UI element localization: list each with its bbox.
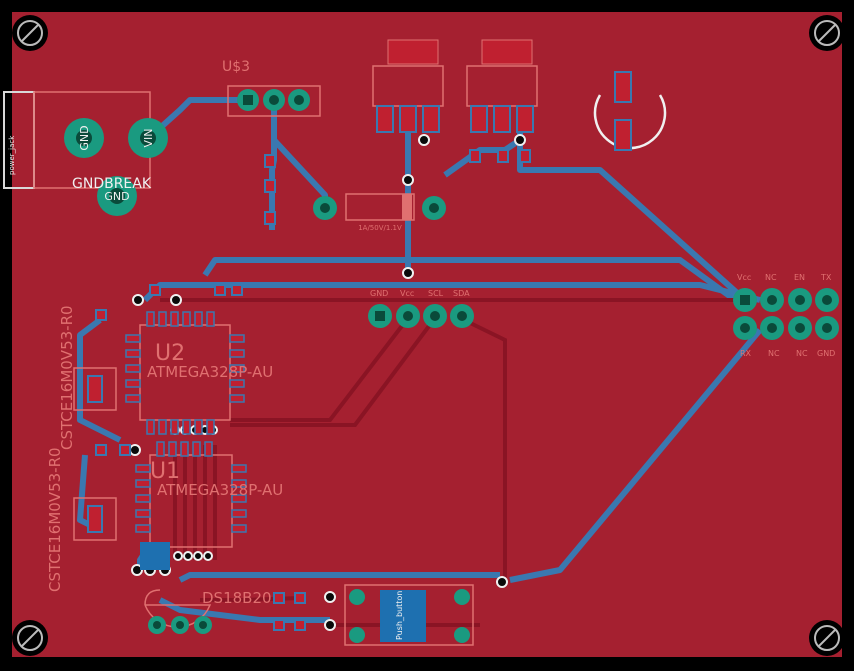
svg-text:GND: GND [78,125,91,150]
u1-chip: U1 ATMEGA328P-AU [135,441,283,570]
u3-pads [237,89,310,111]
u2-chip: U2 ATMEGA328P-AU [125,311,273,435]
svg-text:NC: NC [768,349,780,358]
mounting-hole-top-right [809,15,845,51]
regulator-1 [372,39,444,133]
svg-text:Vcc: Vcc [400,289,414,298]
svg-text:NC: NC [765,273,777,282]
ds18b20: DS18B20 [144,589,272,634]
battery-holder [593,71,667,151]
svg-text:VIN: VIN [142,129,155,148]
i2c-header: GND Vcc SCL SDA [368,289,474,328]
mounting-hole-top-left [12,15,48,51]
push-button-label: Push_button [395,591,404,640]
pad-gnd-1: GND [64,118,104,158]
crystal-label-bottom: CSTCE16M0V53-R0 [46,447,64,592]
u1-name: U1 [150,459,180,484]
svg-text:GND: GND [817,349,835,358]
diode: 1A/50V/1.1V [313,193,446,232]
svg-text:EN: EN [794,273,805,282]
pad-vin: VIN [128,118,168,158]
u3-outline [227,85,321,117]
mounting-hole-bottom-right [809,620,845,656]
svg-text:RX: RX [740,349,752,358]
svg-text:SDA: SDA [453,289,470,298]
pad-gnd-2: GND [97,176,137,216]
push-button[interactable]: Push_button [344,584,474,646]
svg-text:SCL: SCL [428,289,444,298]
crystal-2 [73,497,117,541]
gndbreak-label: GNDBREAK [72,176,152,192]
power-jack-label: power_jack [8,135,16,175]
svg-text:TX: TX [820,273,832,282]
diode-value: 1A/50V/1.1V [358,224,402,232]
svg-text:Vcc: Vcc [737,273,751,282]
crystal-1 [73,367,117,411]
svg-text:GND: GND [370,289,388,298]
ds18b20-label: DS18B20 [202,589,272,607]
u2-name: U2 [155,341,185,366]
u2-part: ATMEGA328P-AU [147,363,273,381]
radio-header: Vcc NC EN TX NC RX NC GND [733,273,839,358]
svg-text:GND: GND [104,190,129,203]
vias [129,134,526,631]
crystal-label-top: CSTCE16M0V53-R0 [58,305,76,450]
smd-caps-top [264,149,531,225]
resistors-bottom [95,284,306,631]
u1-part: ATMEGA328P-AU [157,481,283,499]
svg-text:NC: NC [796,349,808,358]
regulator-2 [466,39,538,133]
mounting-hole-bottom-left [12,620,48,656]
u3-label: U$3 [222,59,250,75]
